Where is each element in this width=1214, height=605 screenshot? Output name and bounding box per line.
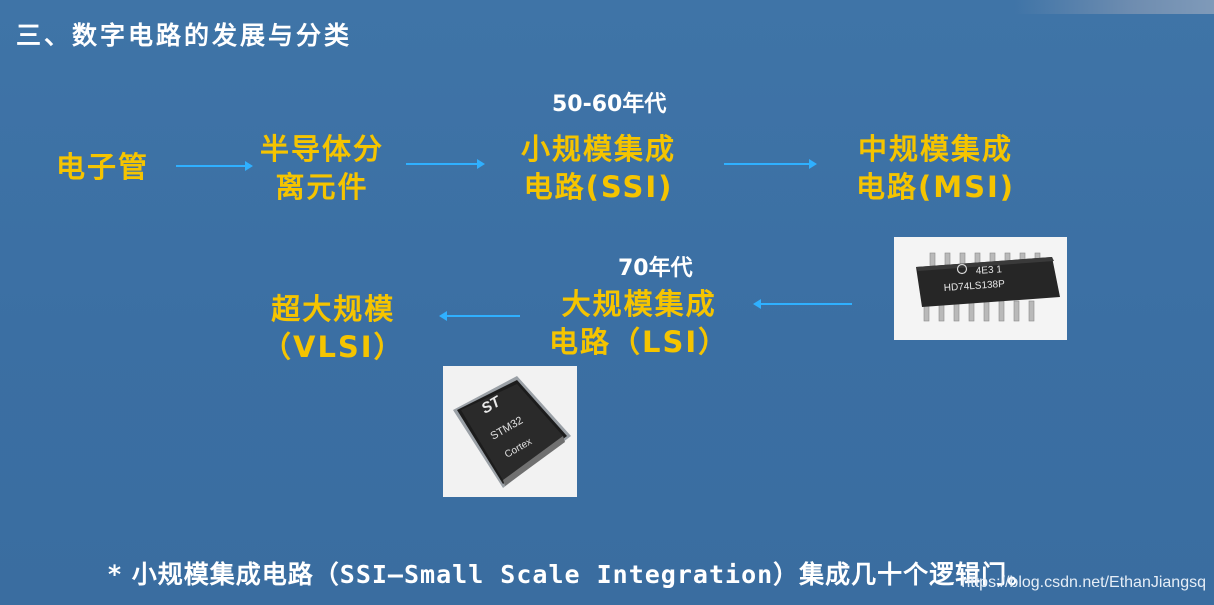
node-vacuum-tube: 电子管 [56, 148, 149, 186]
footnote-prefix: * 小规模集成电路（ [108, 560, 340, 589]
node-lsi-line2: 电路（LSI） [549, 325, 730, 359]
node-discrete-line1: 半导体分 [260, 132, 385, 166]
node-ssi-line2: 电路(SSI) [523, 170, 674, 204]
arrow-right-2 [406, 159, 485, 169]
top-bar [1014, 0, 1214, 14]
era-label-5060: 50-60年代 [552, 92, 667, 117]
node-vlsi-line2: （VLSI） [262, 330, 405, 364]
era-label-70: 70年代 [618, 256, 693, 281]
footnote: * 小规模集成电路（SSI—Small Scale Integration）集成… [108, 555, 1033, 591]
node-vacuum-tube-label: 电子管 [56, 150, 150, 184]
node-lsi: 大规模集成 电路（LSI） [549, 285, 729, 361]
node-vlsi: 超大规模 （VLSI） [262, 290, 405, 366]
node-lsi-line1: 大规模集成 [561, 287, 717, 321]
dip-chip-image: 4E3 1 HD74LS138P [894, 237, 1067, 340]
qfp-chip-icon: ST STM32 Cortex [443, 366, 577, 497]
dip-chip-text-2: HD74LS138P [943, 279, 1005, 294]
footnote-suffix: ）集成几十个逻辑门。 [773, 560, 1034, 589]
node-msi-line2: 电路(MSI) [856, 170, 1016, 204]
arrow-right-3 [724, 159, 817, 169]
qfp-chip-image: ST STM32 Cortex [443, 366, 577, 497]
slide-title: 三、数字电路的发展与分类 [16, 21, 353, 50]
node-ssi-line1: 小规模集成 [521, 132, 677, 166]
arrow-left-1 [753, 299, 852, 309]
arrow-left-2 [439, 311, 520, 321]
dip-chip-icon: 4E3 1 HD74LS138P [894, 237, 1067, 340]
node-discrete-components: 半导体分 离元件 [260, 130, 384, 206]
node-msi-line1: 中规模集成 [858, 132, 1014, 166]
node-msi: 中规模集成 电路(MSI) [856, 130, 1015, 206]
node-discrete-line2: 离元件 [275, 170, 369, 204]
node-vlsi-line1: 超大规模 [271, 292, 396, 326]
arrow-right-1 [176, 161, 253, 171]
footnote-latin: SSI—Small Scale Integration [339, 560, 774, 589]
dip-chip-text-1: 4E3 1 [975, 264, 1002, 277]
watermark: https://blog.csdn.net/EthanJiangsq [961, 574, 1206, 591]
node-ssi: 小规模集成 电路(SSI) [521, 130, 676, 206]
